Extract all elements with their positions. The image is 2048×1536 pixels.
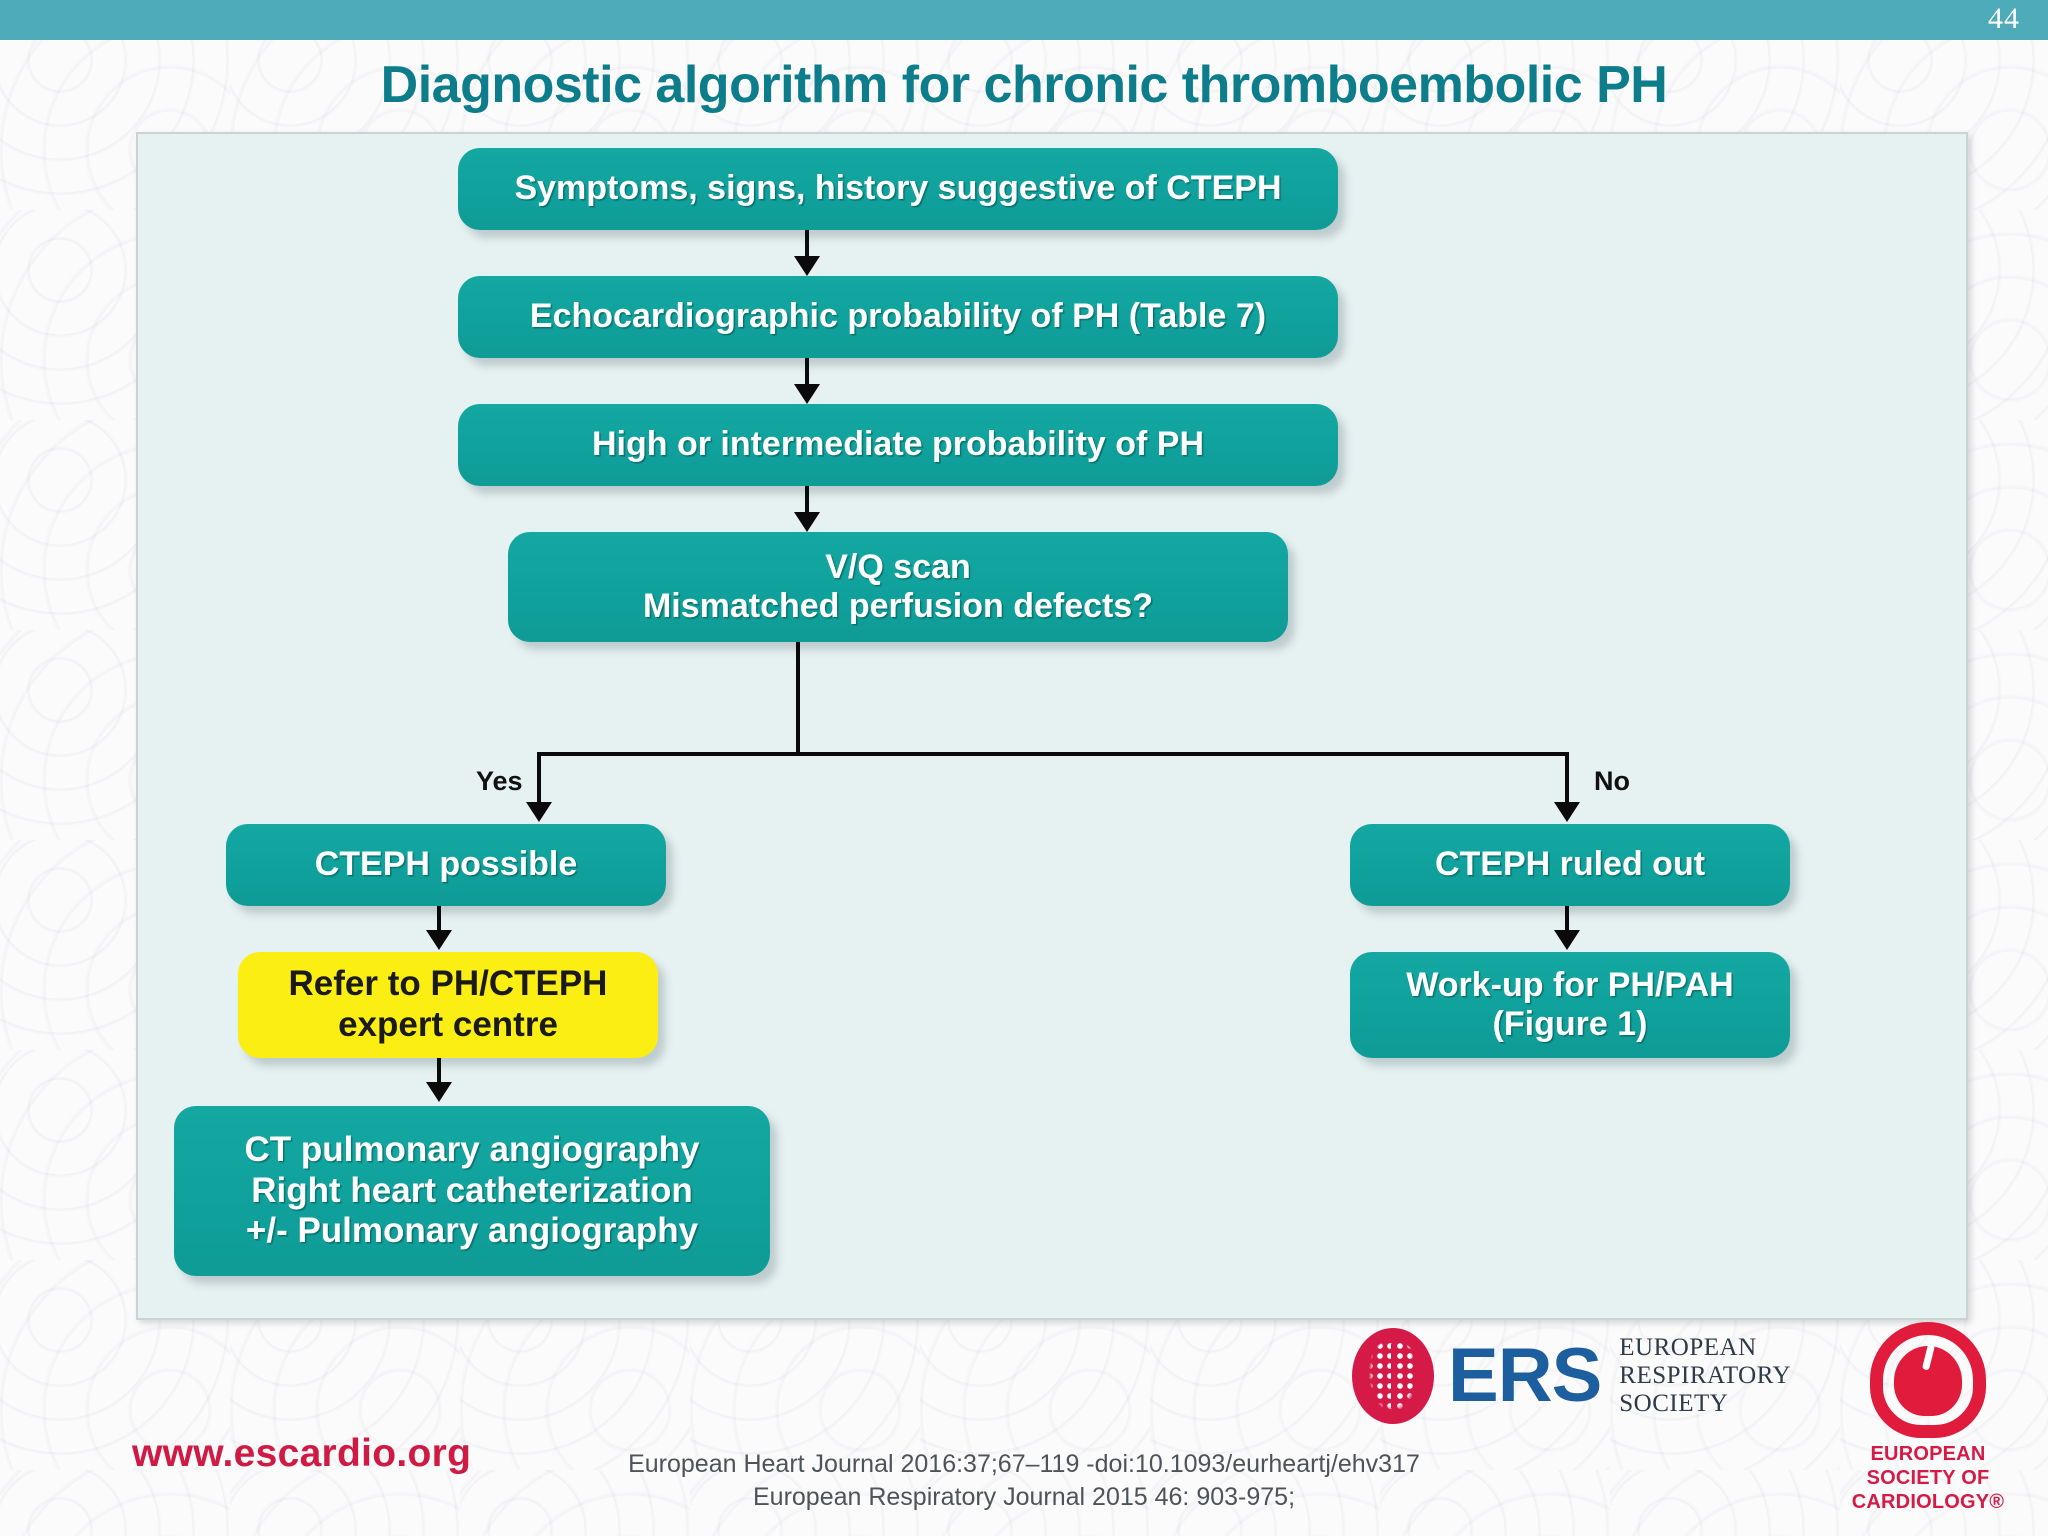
arrowhead-echo-to-highprob bbox=[794, 384, 820, 404]
arrowhead-possible-to-refer bbox=[426, 930, 452, 950]
arrowhead-branch-no bbox=[1554, 802, 1580, 822]
branch-label-yes: Yes bbox=[476, 766, 523, 796]
ers-wordmark: ERS bbox=[1448, 1332, 1602, 1418]
connector-possible-to-refer bbox=[437, 906, 441, 934]
ers-fullname: EUROPEAN RESPIRATORY SOCIETY bbox=[1619, 1334, 1791, 1418]
ers-fullname-line-3: SOCIETY bbox=[1619, 1390, 1729, 1417]
flow-node-ct-pulmonary-angiography: CT pulmonary angiography Right heart cat… bbox=[174, 1106, 770, 1276]
flow-node-symptoms: Symptoms, signs, history suggestive of C… bbox=[458, 148, 1338, 230]
flow-node-high-probability: High or intermediate probability of PH bbox=[458, 404, 1338, 486]
branch-label-no: No bbox=[1594, 766, 1630, 796]
page-title: Diagnostic algorithm for chronic thrombo… bbox=[380, 56, 1668, 114]
flowchart-panel: Symptoms, signs, history suggestive of C… bbox=[136, 132, 1968, 1320]
connector-branch-bar bbox=[537, 752, 1569, 756]
flow-node-refer-line-2: expert centre bbox=[338, 1005, 558, 1044]
arrowhead-symptoms-to-echo bbox=[794, 256, 820, 276]
esc-name-line-1: EUROPEAN bbox=[1870, 1443, 1986, 1465]
flow-node-echo-line-1: Echocardiographic probability of PH (Tab… bbox=[529, 297, 1267, 336]
citation-line-1: European Heart Journal 2016:37;67–119 -d… bbox=[628, 1450, 1420, 1478]
flow-node-vq-scan-line-2: Mismatched perfusion defects? bbox=[642, 587, 1154, 625]
flow-node-cteph-possible-line-1: CTEPH possible bbox=[314, 845, 578, 884]
connector-refer-to-ctpa bbox=[437, 1058, 441, 1086]
flow-node-workup-ph-pah: Work-up for PH/PAH (Figure 1) bbox=[1350, 952, 1790, 1058]
ers-lung-icon bbox=[1352, 1328, 1434, 1424]
flow-node-high-probability-line-1: High or intermediate probability of PH bbox=[591, 425, 1205, 464]
citation: European Heart Journal 2016:37;67–119 -d… bbox=[0, 1448, 2048, 1514]
connector-highprob-to-vq bbox=[805, 486, 809, 516]
flow-node-vq-scan: V/Q scan Mismatched perfusion defects? bbox=[508, 532, 1288, 642]
connector-echo-to-highprob bbox=[805, 358, 809, 388]
esc-logo: EUROPEAN SOCIETY OF CARDIOLOGY® bbox=[1838, 1322, 2018, 1514]
citation-line-2: European Respiratory Journal 2015 46: 90… bbox=[752, 1483, 1296, 1511]
escardio-url[interactable]: www.escardio.org bbox=[132, 1432, 472, 1475]
connector-symptoms-to-echo bbox=[805, 230, 809, 260]
arrowhead-refer-to-ctpa bbox=[426, 1082, 452, 1102]
ers-fullname-line-2: RESPIRATORY bbox=[1619, 1362, 1792, 1389]
arrowhead-highprob-to-vq bbox=[794, 512, 820, 532]
connector-ruledout-to-workup bbox=[1565, 906, 1569, 934]
page-number: 44 bbox=[1988, 2, 2020, 35]
flow-node-refer-expert-centre: Refer to PH/CTEPH expert centre bbox=[238, 952, 658, 1058]
esc-heart-inner bbox=[1894, 1346, 1962, 1416]
connector-vq-stem bbox=[796, 642, 800, 754]
flow-node-refer-line-1: Refer to PH/CTEPH bbox=[288, 964, 608, 1004]
esc-heart-icon bbox=[1870, 1322, 1986, 1438]
flow-node-workup-line-1: Work-up for PH/PAH bbox=[1406, 965, 1734, 1004]
header-bar: 44 bbox=[0, 0, 2048, 40]
ers-fullname-line-1: EUROPEAN bbox=[1619, 1334, 1757, 1361]
flow-node-workup-line-2: (Figure 1) bbox=[1492, 1005, 1648, 1043]
flow-node-cteph-ruled-out-line-1: CTEPH ruled out bbox=[1434, 845, 1706, 884]
connector-branch-left bbox=[537, 752, 541, 806]
esc-name-line-3: CARDIOLOGY® bbox=[1851, 1491, 2005, 1513]
esc-name-line-2: SOCIETY OF bbox=[1866, 1467, 1990, 1489]
flow-node-ctpa-line-2: Right heart catheterization bbox=[251, 1170, 693, 1210]
flow-node-cteph-ruled-out: CTEPH ruled out bbox=[1350, 824, 1790, 906]
arrowhead-ruledout-to-workup bbox=[1554, 930, 1580, 950]
flow-node-ctpa-line-1: CT pulmonary angiography bbox=[244, 1130, 700, 1170]
flow-node-cteph-possible: CTEPH possible bbox=[226, 824, 666, 906]
flow-node-vq-scan-line-1: V/Q scan bbox=[825, 547, 971, 586]
esc-name: EUROPEAN SOCIETY OF CARDIOLOGY® bbox=[1838, 1442, 2018, 1514]
flow-node-echo: Echocardiographic probability of PH (Tab… bbox=[458, 276, 1338, 358]
ers-logo: ERS EUROPEAN RESPIRATORY SOCIETY bbox=[1352, 1328, 1791, 1424]
flow-node-symptoms-line-1: Symptoms, signs, history suggestive of C… bbox=[514, 169, 1282, 208]
flow-node-ctpa-line-3: +/- Pulmonary angiography bbox=[245, 1211, 699, 1251]
arrowhead-branch-yes bbox=[526, 802, 552, 822]
connector-branch-right bbox=[1565, 752, 1569, 806]
